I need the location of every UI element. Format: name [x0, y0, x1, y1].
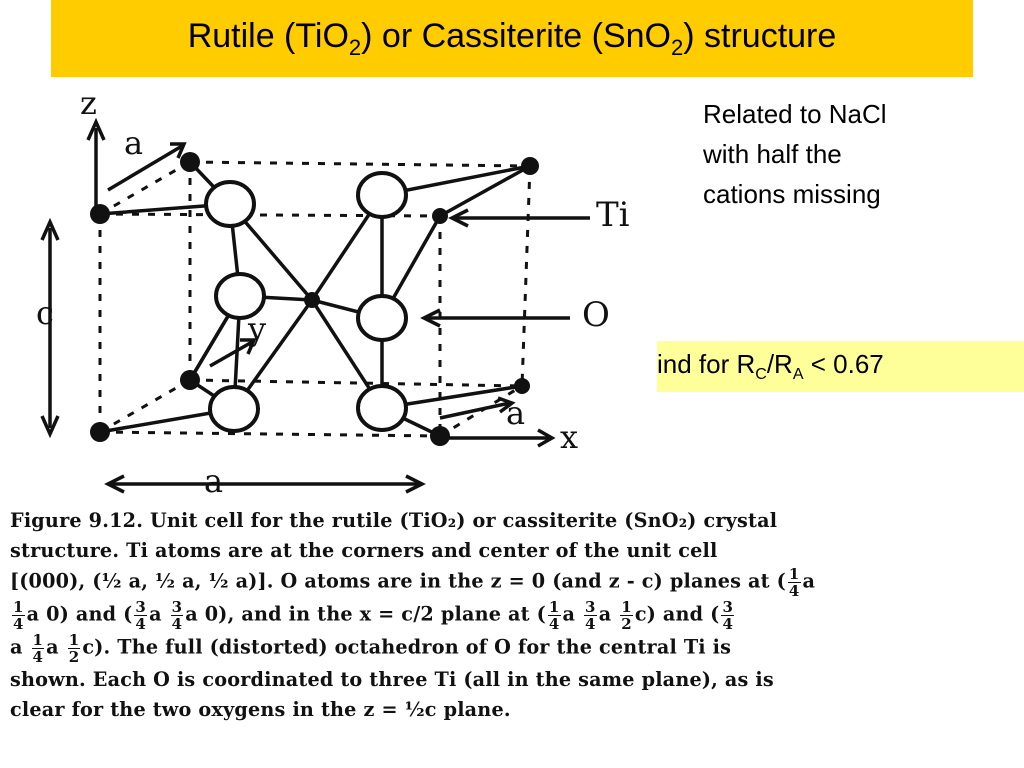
a-right-label: a — [506, 394, 525, 432]
c-axis-label: c — [36, 294, 54, 332]
nacl-note: Related to NaCl with half the cations mi… — [703, 94, 1003, 214]
slide-title: Rutile (TiO2) or Cassiterite (SnO2) stru… — [187, 16, 837, 60]
z-axis-label: z — [80, 84, 97, 122]
x-axis-label: x — [560, 418, 578, 456]
caption-line: shown. Each O is coordinated to three Ti… — [10, 668, 774, 691]
radius-ratio-text: ind for RC/RA < 0.67 — [657, 348, 884, 384]
note-line: cations missing — [703, 179, 881, 209]
radius-ratio-banner: ind for RC/RA < 0.67 — [657, 341, 1024, 392]
caption-line: structure. Ti atoms are at the corners a… — [10, 539, 718, 562]
o-label: O — [582, 295, 610, 335]
caption-line: clear for the two oxygens in the z = ½c … — [10, 698, 511, 721]
note-line: with half the — [703, 139, 842, 169]
a-top-label: a — [124, 124, 143, 162]
caption-line: Figure 9.12. Unit cell for the rutile (T… — [10, 509, 778, 532]
a-bottom-label: a — [204, 462, 223, 500]
ti-label: Ti — [596, 195, 630, 235]
figure-caption: Figure 9.12. Unit cell for the rutile (T… — [10, 506, 1006, 725]
rutile-unit-cell-diagram: z a c y Ti O a x a — [36, 84, 630, 500]
y-axis-label: y — [247, 310, 266, 348]
title-banner: Rutile (TiO2) or Cassiterite (SnO2) stru… — [51, 0, 973, 77]
note-line: Related to NaCl — [703, 99, 887, 129]
caption-line: [(000), (½ a, ½ a, ½ a)]. O atoms are in… — [10, 565, 816, 600]
